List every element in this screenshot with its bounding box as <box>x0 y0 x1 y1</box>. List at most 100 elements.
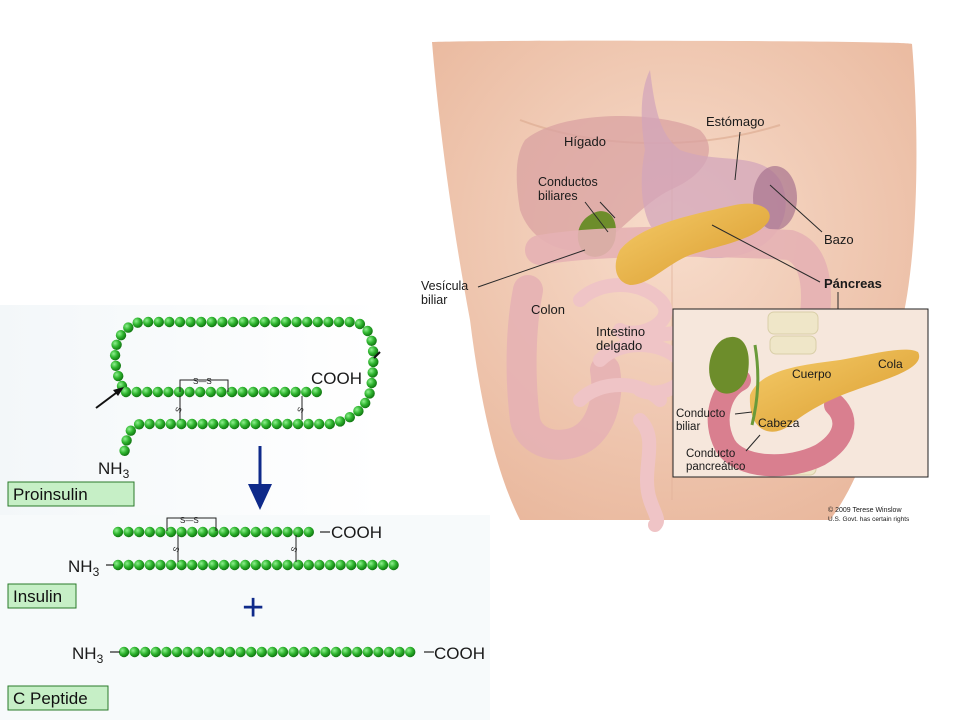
label-vesicula-2: biliar <box>421 293 447 307</box>
amino-acid-bead <box>346 559 357 571</box>
amino-acid-bead <box>239 418 251 430</box>
amino-acid-bead <box>109 350 121 361</box>
amino-acid-bead <box>111 339 122 350</box>
amino-acid-bead <box>193 646 204 658</box>
proinsulin-panel: S—S S S COOH NH3 Proinsulin S—S S S <box>0 305 490 720</box>
amino-acid-bead <box>344 316 355 328</box>
cpeptide-label: C Peptide <box>13 689 88 708</box>
amino-acid-bead <box>165 526 177 538</box>
proinsulin-disulfide-bonds <box>179 379 303 420</box>
amino-acid-bead <box>155 418 166 430</box>
amino-acid-bead <box>250 526 261 538</box>
label-cabeza: Cabeza <box>758 416 800 430</box>
amino-acid-bead <box>277 646 289 658</box>
amino-acid-bead <box>293 559 304 571</box>
amino-acid-bead <box>367 367 378 378</box>
amino-acid-bead <box>197 559 208 571</box>
amino-acid-bead <box>208 418 219 430</box>
insulin-ss-label: S—S <box>180 516 199 525</box>
amino-acid-bead <box>187 526 198 538</box>
amino-acid-bead <box>112 559 124 571</box>
amino-acid-bead <box>155 526 166 538</box>
cpeptide-label-box <box>7 685 109 711</box>
amino-acid-bead <box>182 646 193 658</box>
colon <box>506 226 831 460</box>
proinsulin-chain <box>109 316 379 456</box>
amino-acid-bead <box>373 646 384 658</box>
insulin-label-box <box>7 583 77 609</box>
plus-sign: + <box>242 587 264 629</box>
amino-acid-bead <box>196 316 207 328</box>
amino-acid-bead <box>123 526 134 538</box>
label-estomago: Estómago <box>706 114 765 129</box>
amino-acid-bead <box>271 418 282 430</box>
amino-acid-bead <box>366 377 377 389</box>
c-peptide-chain <box>118 646 416 658</box>
label-cuerpo: Cuerpo <box>792 367 832 381</box>
amino-acid-bead <box>164 316 175 328</box>
amino-acid-bead <box>271 559 283 571</box>
amino-acid-bead <box>258 386 269 398</box>
amino-acid-bead <box>324 559 336 571</box>
amino-acid-bead <box>143 316 154 328</box>
amino-acid-bead <box>203 646 214 658</box>
inset-duodenum <box>707 369 855 477</box>
label-conducto-biliar-1: Conducto <box>676 408 725 420</box>
inset-leaders <box>734 411 761 452</box>
amino-acid-bead <box>176 526 187 538</box>
label-cola: Cola <box>878 357 903 371</box>
amino-acid-bead <box>270 316 281 328</box>
amino-acid-bead <box>311 386 322 398</box>
amino-acid-bead <box>176 559 187 571</box>
amino-acid-bead <box>269 386 280 398</box>
amino-acid-bead <box>229 559 240 571</box>
amino-acid-bead <box>132 317 143 328</box>
amino-acid-bead <box>240 559 251 571</box>
anatomy-panel: Hígado Estómago Conductos biliares Bazo … <box>421 40 929 532</box>
amino-acid-bead <box>144 559 155 571</box>
amino-acid-bead <box>205 386 216 398</box>
amino-acid-bead <box>259 316 270 328</box>
pancreas <box>615 203 770 285</box>
amino-acid-bead <box>383 646 395 658</box>
amino-acid-bead <box>119 445 130 456</box>
amino-acid-bead <box>261 526 272 538</box>
amino-acid-bead <box>129 646 140 658</box>
amino-acid-bead <box>229 418 240 430</box>
amino-acid-bead <box>173 386 185 398</box>
amino-acid-bead <box>240 526 251 538</box>
label-vesicula-1: Vesícula <box>421 279 468 293</box>
amino-acid-bead <box>320 646 331 658</box>
amino-acid-bead <box>282 559 293 571</box>
amino-acid-bead <box>301 386 312 398</box>
cpeptide-cooh: COOH <box>434 644 485 663</box>
amino-acid-bead <box>280 316 292 328</box>
amino-acid-bead <box>388 559 399 571</box>
amino-acid-bead <box>197 526 208 538</box>
amino-acid-bead <box>208 559 219 571</box>
cleavage-arrow-right <box>373 351 381 359</box>
amino-acid-bead <box>292 418 304 430</box>
amino-acid-bead <box>364 388 375 399</box>
amino-acid-bead <box>176 418 187 430</box>
amino-acid-bead <box>368 356 379 368</box>
insulin-label: Insulin <box>13 587 62 606</box>
proinsulin-nh3: NH3 <box>98 459 130 481</box>
label-intestino-2: delgado <box>596 338 642 353</box>
amino-acid-bead <box>237 386 248 398</box>
amino-acid-bead <box>282 418 293 430</box>
amino-acid-bead <box>184 386 195 398</box>
amino-acid-bead <box>174 316 186 328</box>
cpeptide-nh3: NH3 <box>72 644 104 666</box>
amino-acid-bead <box>218 526 230 538</box>
amino-acid-bead <box>324 418 335 430</box>
amino-acid-bead <box>226 386 238 398</box>
amino-acid-bead <box>312 316 323 328</box>
proinsulin-s-left: S <box>173 406 183 414</box>
amino-acid-bead <box>303 559 314 571</box>
amino-acid-bead <box>238 316 249 328</box>
amino-acid-bead <box>261 559 272 571</box>
amino-acid-bead <box>394 646 405 658</box>
inset-pancreas <box>749 349 920 432</box>
